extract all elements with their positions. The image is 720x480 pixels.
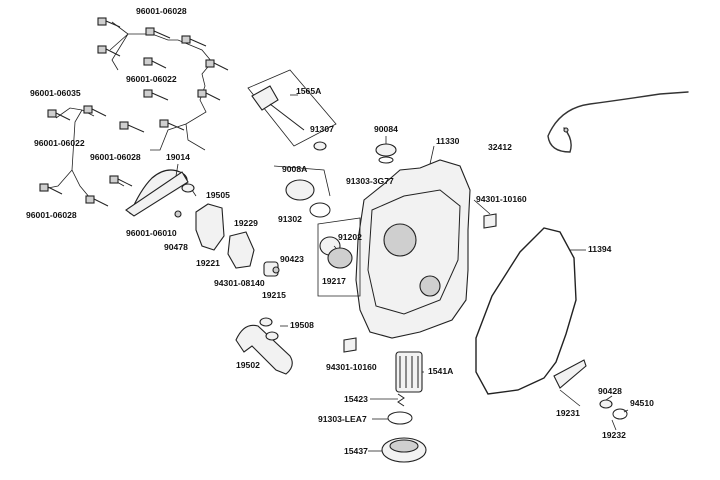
dowel-94301-10160-bottom [343, 337, 357, 353]
bolt-12 [159, 119, 185, 131]
seal-90423 [272, 266, 280, 274]
bolt-13 [109, 175, 133, 187]
shaft-19231 [553, 359, 587, 389]
label-19231: 19231 [556, 408, 580, 418]
dipstick-rod [269, 103, 305, 131]
label-96001-06028-top: 96001-06028 [136, 6, 187, 16]
label-91307: 91307 [310, 124, 334, 134]
crankcase-cover-boss [383, 223, 417, 257]
gasket-19229 [227, 231, 255, 269]
dipstick-callout-box [247, 69, 337, 147]
label-94301-10160-bottom: 94301-10160 [326, 362, 377, 372]
dowel-94301-10160-top [483, 213, 497, 229]
o-ring-91303-LEA7 [387, 411, 413, 425]
label-91302: 91302 [278, 214, 302, 224]
label-9008A: 9008A [282, 164, 307, 174]
label-19232: 19232 [602, 430, 626, 440]
bolt-2 [145, 27, 171, 39]
bolt-9 [47, 109, 71, 121]
label-19221: 19221 [196, 258, 220, 268]
label-11394: 11394 [588, 244, 612, 254]
label-96001-06022-mid: 96001-06022 [34, 138, 85, 148]
circlip-94510 [612, 408, 628, 420]
label-19505: 19505 [206, 190, 230, 200]
label-96001-06028-bottom: 96001-06028 [26, 210, 77, 220]
wire-harness-32412 [547, 91, 689, 153]
crankcase-cover-filter-boss [419, 275, 441, 297]
label-32412: 32412 [488, 142, 512, 152]
bolt-7 [143, 89, 169, 101]
label-91303-3G77: 91303-3G77 [346, 176, 394, 186]
label-94510: 94510 [630, 398, 654, 408]
bolt-group-leader-lines [47, 21, 213, 199]
label-90084: 90084 [374, 124, 398, 134]
label-19215: 19215 [262, 290, 286, 300]
bearing-19217 [327, 247, 353, 269]
crankcase-cover-rib [367, 189, 461, 315]
hose-19014-body [125, 171, 189, 217]
label-90428: 90428 [598, 386, 622, 396]
dipstick-assembly [247, 69, 337, 151]
dipstick-cap [251, 85, 279, 111]
hose-19502 [235, 324, 293, 375]
bolt-10 [83, 105, 107, 117]
bolt-11 [119, 121, 145, 133]
label-19502: 19502 [236, 360, 260, 370]
water-pump-cover-19221 [195, 203, 225, 251]
label-96001-06010: 96001-06010 [126, 228, 177, 238]
label-90423: 90423 [280, 254, 304, 264]
label-1565A: 1565A [296, 86, 321, 96]
seal-callout-box [317, 217, 361, 297]
label-leader-lines [175, 136, 629, 452]
dipstick-o-ring [313, 141, 327, 151]
label-91202: 91202 [338, 232, 362, 242]
label-96001-06035: 96001-06035 [30, 88, 81, 98]
bolt-15 [85, 195, 109, 207]
washer-90428 [599, 399, 613, 409]
o-ring-91303-3G77 [378, 156, 394, 164]
bolt-5 [143, 57, 167, 69]
washer-90478 [174, 210, 182, 218]
label-19217: 19217 [322, 276, 346, 286]
filler-cap-90084 [375, 143, 397, 157]
label-94301-08140: 94301-08140 [214, 278, 265, 288]
part-labels: 96001-06028 96001-06022 96001-06035 9600… [26, 6, 654, 456]
spring-15423 [397, 393, 405, 407]
bolt-6 [205, 59, 229, 71]
bolt-1 [97, 17, 121, 28]
bolt-3 [181, 35, 207, 47]
label-19014: 19014 [166, 152, 190, 162]
label-91303-LEA7: 91303-LEA7 [318, 414, 367, 424]
o-ring-91302 [309, 202, 331, 218]
hose-clamp-19508b [265, 331, 279, 341]
label-94301-10160-top: 94301-10160 [476, 194, 527, 204]
label-15437: 15437 [344, 446, 368, 456]
hose-clamp-19508a [259, 317, 273, 327]
label-15423: 15423 [344, 394, 368, 404]
bolt-4 [97, 45, 121, 57]
label-96001-06022-top: 96001-06022 [126, 74, 177, 84]
label-19508: 19508 [290, 320, 314, 330]
bolt-14 [39, 183, 63, 195]
label-1541A: 1541A [428, 366, 453, 376]
cap-9008A [285, 179, 315, 201]
bolt-group [39, 17, 229, 207]
label-96001-06028-mid: 96001-06028 [90, 152, 141, 162]
label-11330: 11330 [436, 136, 460, 146]
hose-clamp-19505 [181, 183, 195, 193]
bolt-8 [197, 89, 221, 101]
label-19229: 19229 [234, 218, 258, 228]
label-90478: 90478 [164, 242, 188, 252]
gasket-11394 [475, 227, 577, 395]
